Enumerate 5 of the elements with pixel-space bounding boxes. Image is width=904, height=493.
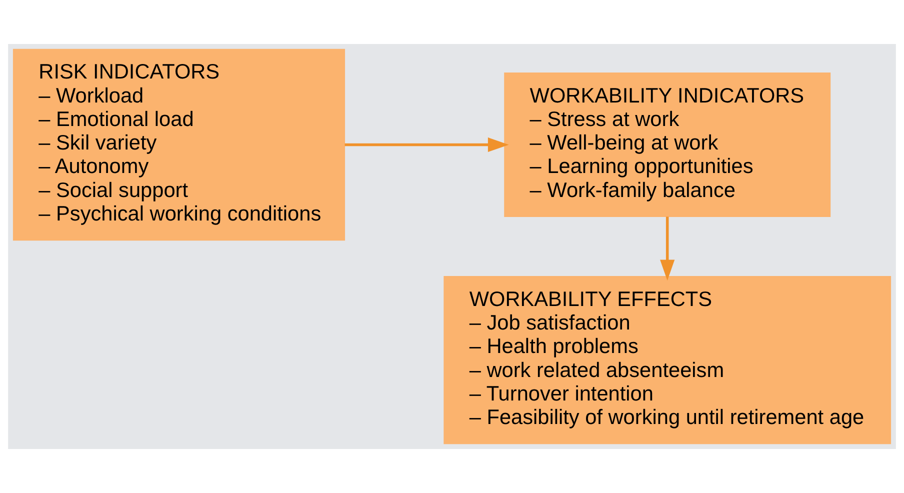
node-box: WORKABILITY INDICATORS – Stress at work – Well-being at work – Learning opportunities – Work-family balance	[504, 72, 831, 217]
arrow	[344, 137, 509, 152]
node-box: RISK INDICATORS – Workload – Emotional load – Skil variety – Autonomy – Social support – Psychical working conditions	[12, 48, 346, 241]
node-box: WORKABILITY EFFECTS – Job satisfaction – Health problems – work related absenteeism – Turnover intention – Feasibility of working until retirement age	[444, 276, 892, 444]
arrow	[660, 216, 675, 281]
